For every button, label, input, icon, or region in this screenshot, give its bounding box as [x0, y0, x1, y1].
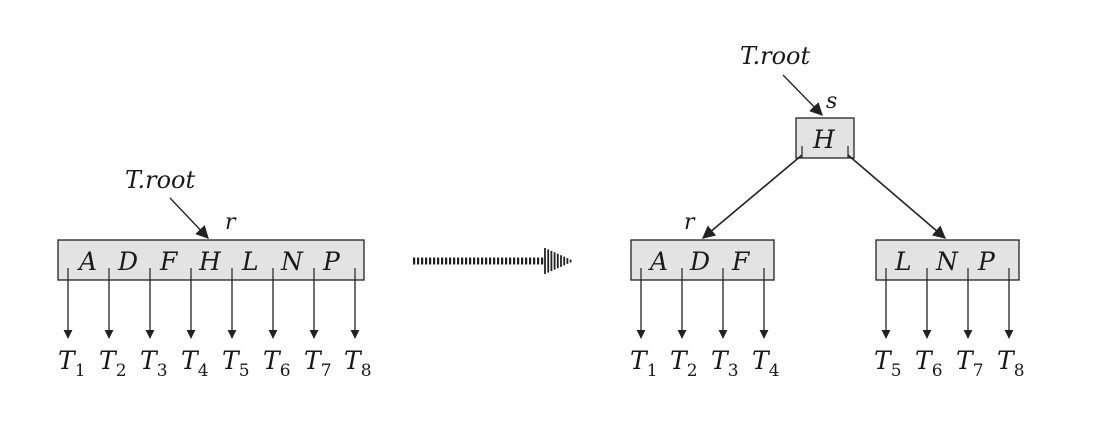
after-left-child-T4: T4 — [752, 346, 780, 381]
before-key-5: L — [241, 247, 259, 276]
after-left-key-3: F — [731, 247, 751, 276]
before-key-4: H — [198, 247, 222, 276]
after-node-right — [875, 239, 1020, 281]
after-node-s — [795, 117, 855, 159]
after-right-child-T8: T8 — [997, 346, 1025, 381]
after-left-child-T1: T1 — [630, 346, 658, 381]
before-child-pointers — [63, 280, 360, 339]
before-root-pointer — [169, 197, 209, 239]
after-left-key-2: D — [689, 247, 710, 276]
after-right-child-T5: T5 — [874, 346, 902, 381]
before-child-T2: T2 — [99, 346, 127, 381]
after-left-node-ticks — [640, 268, 765, 280]
after-right-key-2: N — [935, 247, 959, 276]
after-new-root-name: s — [826, 89, 837, 114]
before-child-T1: T1 — [58, 346, 86, 381]
before-child-T6: T6 — [263, 346, 291, 381]
before-child-T5: T5 — [222, 346, 250, 381]
after-node-r — [630, 239, 775, 281]
before-key-6: N — [280, 247, 304, 276]
before-key-3: F — [159, 247, 179, 276]
after-right-child-pointers — [881, 280, 1014, 339]
after-left-child-T3: T3 — [711, 346, 739, 381]
after-right-child-T6: T6 — [915, 346, 943, 381]
transition-arrow — [413, 248, 572, 274]
after-edge-to-left — [702, 154, 803, 239]
after-root-key: H — [812, 125, 836, 154]
before-root-label: T.root — [125, 166, 195, 194]
before-child-T7: T7 — [304, 346, 332, 381]
before-node-name: r — [225, 210, 237, 235]
transition-arrow-head — [544, 248, 572, 274]
before-child-T4: T4 — [181, 346, 209, 381]
after-edge-to-right — [847, 154, 946, 239]
after-tree: T.root s H r A D F T1 T2 T3 T4 L N P T5 … — [630, 42, 1025, 381]
after-right-key-3: P — [977, 247, 996, 276]
after-right-key-1: L — [894, 247, 912, 276]
after-left-child-pointers — [636, 280, 769, 339]
after-right-child-T7: T7 — [956, 346, 984, 381]
before-tree: T.root r A D F H L N P T1 T2 T3 T4 T5 T6… — [57, 166, 372, 381]
before-key-7: P — [322, 247, 341, 276]
after-root-label: T.root — [740, 42, 810, 70]
before-key-2: D — [117, 247, 138, 276]
after-right-node-ticks — [885, 268, 1010, 280]
after-left-key-1: A — [648, 247, 668, 276]
after-root-pointer — [782, 74, 823, 116]
before-child-T8: T8 — [344, 346, 372, 381]
before-node-ticks — [67, 268, 356, 280]
after-left-node-name: r — [684, 210, 696, 235]
before-child-T3: T3 — [140, 346, 168, 381]
after-left-child-T2: T2 — [670, 346, 698, 381]
before-key-1: A — [77, 247, 97, 276]
